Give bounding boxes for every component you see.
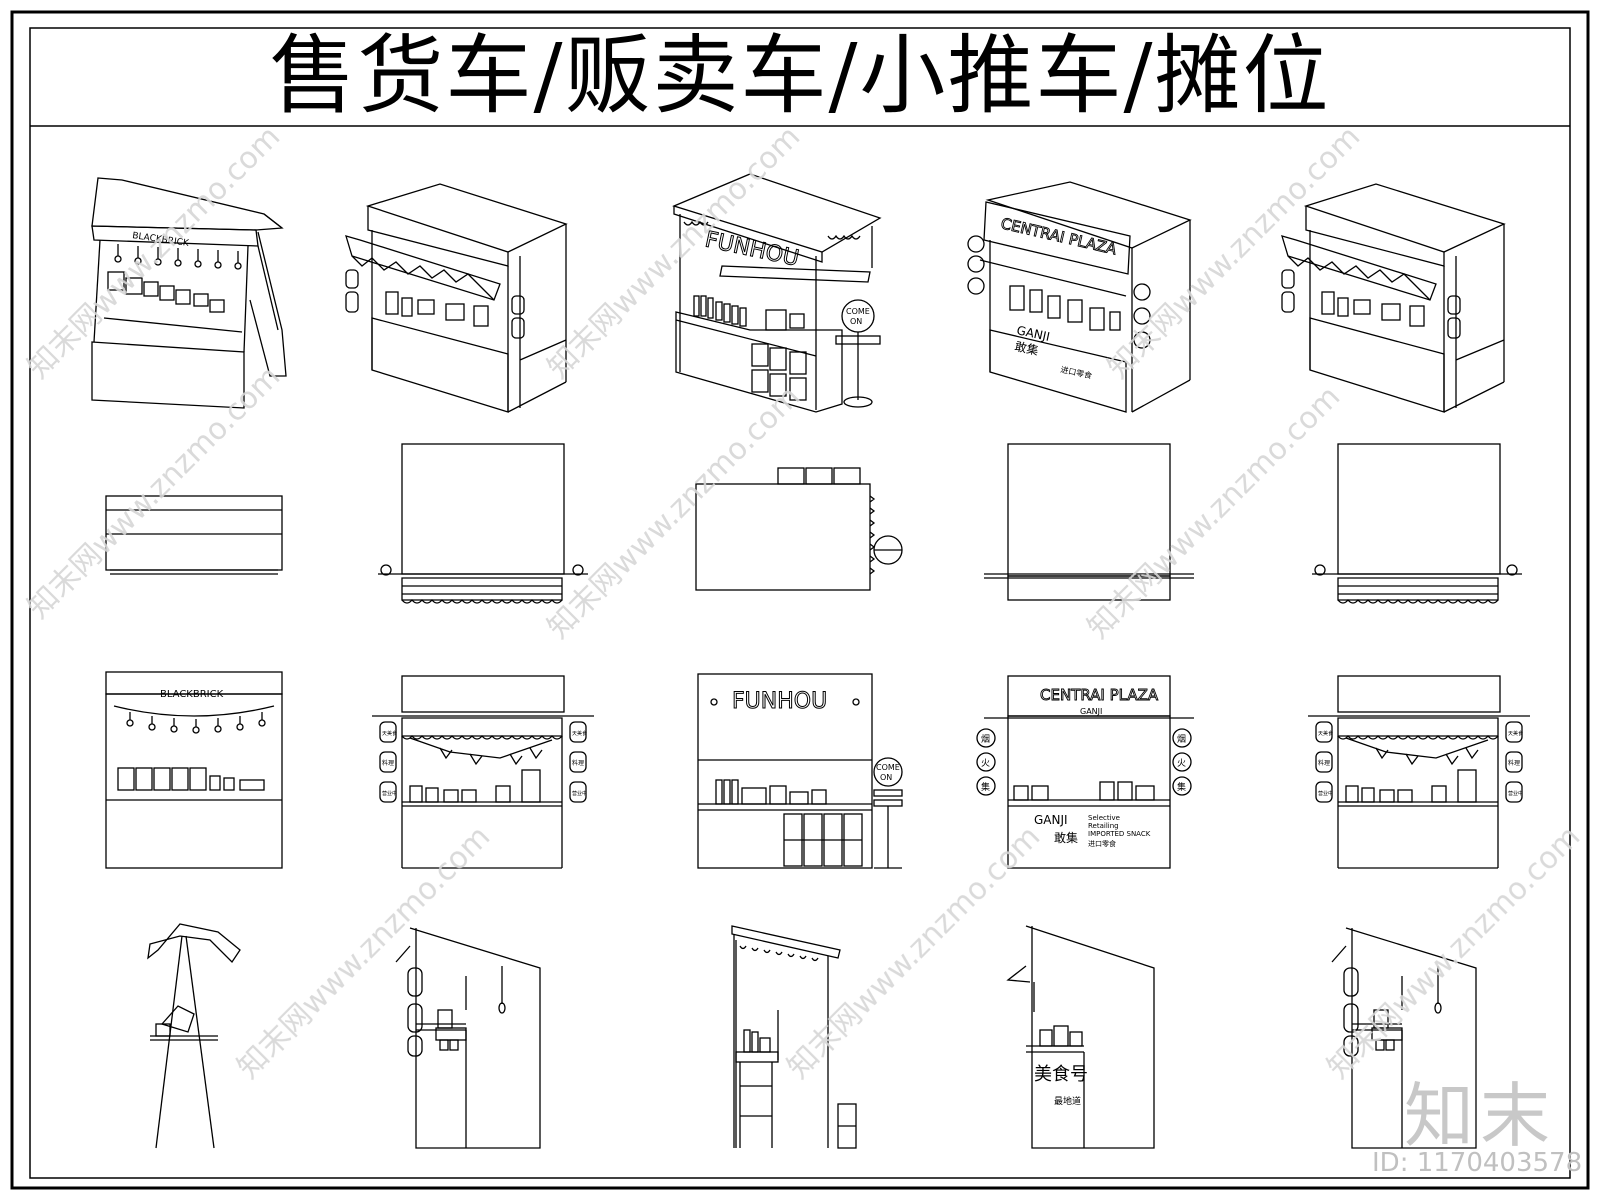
watermark-repeat-text: 知末网www.znzmo.com [781, 819, 1047, 1085]
sign-funhou-1: FUNHOU [703, 227, 801, 271]
bottles [693, 295, 805, 331]
svg-text:敢集: 敢集 [1054, 830, 1078, 845]
watermark-repeat-text: 知末网www.znzmo.com [1321, 819, 1587, 1085]
pendant-lights [114, 244, 242, 270]
svg-text:集: 集 [981, 781, 990, 793]
svg-text:COME: COME [876, 763, 900, 772]
front-elevation-4: CENTRAI PLAZA GANJI GANJI 敢集 Selective R… [976, 675, 1194, 869]
svg-text:天美食: 天美食 [572, 730, 587, 737]
svg-text:料理: 料理 [1318, 759, 1330, 767]
come-on-stand-1: COME ON [835, 299, 881, 408]
plan-view-3 [695, 467, 903, 591]
svg-text:Selective: Selective [1088, 814, 1120, 822]
plan-view-5 [1312, 443, 1522, 604]
lantern-right [511, 295, 525, 339]
svg-text:烟: 烟 [981, 733, 990, 745]
svg-text:IMPORTED SNACK: IMPORTED SNACK [1088, 830, 1151, 838]
svg-text:天美食: 天美食 [1318, 730, 1333, 737]
sign-food-sub: 最地道 [1054, 1095, 1081, 1107]
svg-text:Retailing: Retailing [1088, 822, 1119, 830]
perspective-view-5 [1281, 183, 1506, 413]
svg-text:营业中: 营业中 [382, 790, 397, 797]
front-elevation-2: 天美食 料理 营业中 天美食 料理 营业中 [372, 675, 594, 869]
svg-text:集: 集 [1177, 781, 1186, 793]
sign-funhou-2: FUNHOU [732, 689, 827, 714]
plan-view-1 [105, 495, 283, 575]
sign-ganji-2: GANJI [1080, 707, 1102, 716]
sign-central-plaza-2: CENTRAI PLAZA [1040, 686, 1159, 704]
watermark-repeat-text: 知末网www.znzmo.com [21, 359, 287, 625]
side-elevation-1 [147, 923, 241, 1149]
svg-text:料理: 料理 [572, 759, 584, 767]
inner-frame [29, 27, 1571, 1179]
come-on-stand-2: COME ON [873, 757, 903, 869]
svg-text:营业中: 营业中 [572, 790, 587, 797]
watermark-logo: 知末 [1404, 1075, 1556, 1157]
side-elevation-2 [395, 927, 541, 1149]
plan-view-4 [984, 443, 1194, 601]
perspective-view-2 [345, 183, 568, 413]
page-title: 售货车/贩卖车/小推车/摊位 [269, 26, 1331, 126]
svg-text:天美食: 天美食 [382, 730, 397, 737]
lantern-left-2: 天美食 料理 营业中 [379, 721, 397, 803]
svg-text:ON: ON [850, 317, 862, 326]
side-elevation-5 [1331, 927, 1477, 1149]
svg-text:GANJI: GANJI [1034, 813, 1068, 827]
svg-text:营业中: 营业中 [1318, 790, 1333, 797]
svg-text:ON: ON [880, 773, 892, 782]
sign-ganji-1: GANJI [1015, 323, 1051, 344]
side-elevation-3 [731, 925, 857, 1149]
outer-frame [10, 10, 1590, 1190]
sign-blackbrick-2: BLACKBRICK [160, 689, 224, 700]
svg-text:料理: 料理 [382, 759, 394, 767]
svg-text:料理: 料理 [1508, 759, 1520, 767]
svg-text:营业中: 营业中 [1508, 790, 1523, 797]
svg-text:烟: 烟 [1177, 733, 1186, 745]
svg-text:火: 火 [981, 758, 990, 769]
svg-text:火: 火 [1177, 758, 1186, 769]
round-signs-left: 烟 火 集 [976, 728, 996, 796]
svg-text:COME: COME [846, 307, 870, 316]
front-elevation-5: 天美食 料理 营业中 天美食 料理 营业中 [1308, 675, 1530, 869]
front-elevation-1: BLACKBRICK [105, 671, 283, 869]
svg-text:进口零食: 进口零食 [1060, 364, 1093, 380]
round-signs-right: 烟 火 集 [1172, 728, 1192, 796]
side-elevation-4: 美食号 最地道 [1006, 925, 1155, 1149]
sign-central-plaza-1: CENTRAI PLAZA [999, 214, 1119, 258]
watermark-repeat-text: 知末网www.znzmo.com [1101, 119, 1367, 385]
watermark-repeat-text: 知末网www.znzmo.com [1081, 379, 1347, 645]
lantern-right-2: 天美食 料理 营业中 [569, 721, 587, 803]
sign-ganji-cn-1: 敢集 [1013, 338, 1040, 358]
lantern-left [345, 269, 359, 313]
front-elevation-3: FUNHOU COME ON [697, 673, 903, 869]
svg-text:进口零食: 进口零食 [1088, 839, 1116, 848]
plan-view-2 [378, 443, 588, 604]
lantern-right-5: 天美食 料理 营业中 [1505, 721, 1523, 803]
watermark-image-id: ID: 1170403578 [1372, 1148, 1583, 1178]
watermark-repeat-text: 知末网www.znzmo.com [541, 379, 807, 645]
lantern-left-5: 天美食 料理 营业中 [1315, 721, 1333, 803]
perspective-view-4: CENTRAI PLAZA GANJI 敢集 进口零食 [967, 181, 1192, 413]
sign-food: 美食号 [1034, 1064, 1088, 1085]
watermark-repeat-text: 知末网www.znzmo.com [231, 819, 497, 1085]
svg-text:天美食: 天美食 [1508, 730, 1523, 737]
